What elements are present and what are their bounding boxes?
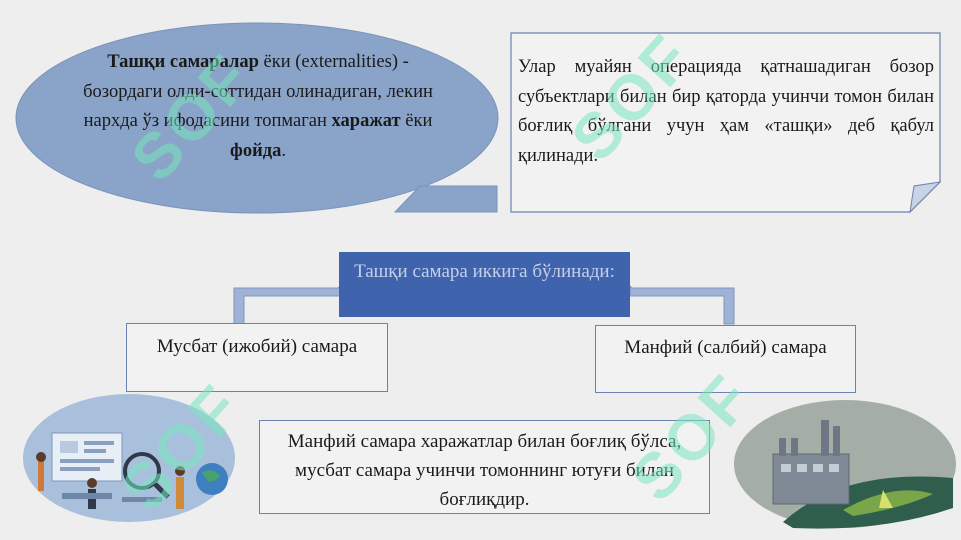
definition-text: ёки (externalities) - бозордаги олди-сот… [83, 52, 433, 131]
externalities-definition: Ташқи самаралар ёки (externalities) - бо… [78, 48, 438, 166]
factory-pollution-illustration [734, 400, 956, 529]
third-party-note: Улар муайян операцияда қатнашадиган бозо… [518, 57, 934, 166]
or-word: ёки [400, 111, 433, 131]
term-bold: Ташқи самаралар [107, 52, 259, 72]
note-shape [510, 32, 942, 214]
negative-effect-box: Манфий (салбий) самара [595, 325, 856, 393]
positive-effect-box: Мусбат (ижобий) самара [126, 323, 388, 392]
data-analysis-illustration [23, 394, 235, 522]
period: . [281, 140, 286, 161]
oval-callout-shape [15, 22, 499, 214]
benefit-bold: фойда [230, 140, 282, 161]
cost-bold: харажат [331, 111, 401, 131]
split-heading: Ташқи самара иккига бўлинади: [339, 252, 630, 317]
explanation-box: Манфий самара харажатлар билан боғлиқ бў… [259, 420, 710, 514]
